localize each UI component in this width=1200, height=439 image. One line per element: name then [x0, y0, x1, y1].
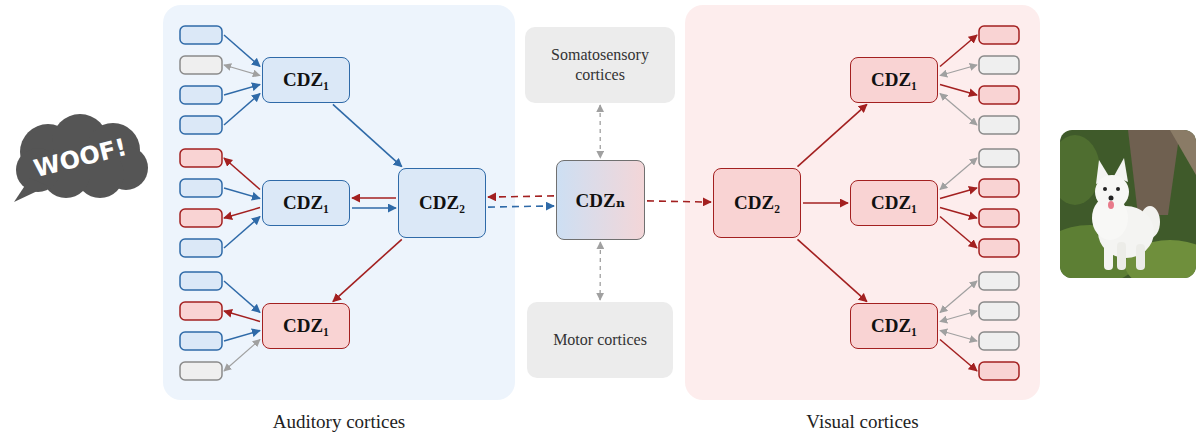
foliage	[1060, 135, 1100, 205]
feature-unit	[979, 362, 1019, 380]
feature-unit	[979, 239, 1019, 257]
cdz-box: CDZ₁	[262, 303, 350, 349]
dog-leg	[1104, 240, 1113, 270]
cdz-box: CDZ₁	[850, 303, 938, 349]
connector-arrow	[352, 207, 396, 209]
cdz-box: CDZ₂	[713, 168, 801, 238]
feature-unit	[180, 209, 222, 227]
node-label: CDZ₂	[734, 192, 780, 214]
tree-trunk	[1128, 130, 1180, 215]
dog-tongue	[1108, 201, 1114, 209]
dog-eye	[1116, 187, 1120, 191]
node-label: CDZ₁	[283, 69, 329, 91]
node-label: CDZₙ	[576, 189, 626, 212]
node-label: CDZ₁	[283, 192, 329, 214]
feature-unit	[180, 149, 222, 167]
dog-photo	[1060, 130, 1196, 278]
feature-unit	[979, 149, 1019, 167]
bubble-fill	[14, 114, 148, 202]
connector-arrow	[599, 105, 601, 158]
feature-unit	[979, 116, 1019, 134]
dog-head	[1095, 175, 1129, 209]
region-heading: Auditory cortices	[273, 411, 405, 432]
cdz-box: CDZₙ	[556, 160, 645, 240]
node-label: CDZ₁	[871, 192, 917, 214]
feature-unit	[180, 56, 222, 74]
connector-arrow	[803, 202, 848, 204]
feature-unit	[979, 56, 1019, 74]
feature-unit	[979, 302, 1019, 320]
dog-nose	[1109, 196, 1114, 201]
speech-bubble: WOOF!	[8, 112, 153, 204]
feature-units	[180, 26, 1019, 380]
feature-unit	[180, 272, 222, 290]
cdz-box: CDZ₁	[850, 180, 938, 226]
feature-unit	[180, 302, 222, 320]
heading-holder: Visual cortices	[685, 411, 1040, 433]
node-label: CDZ₁	[871, 69, 917, 91]
feature-unit	[180, 332, 222, 350]
feature-unit	[979, 272, 1019, 290]
connector-arrow	[352, 197, 396, 199]
connector-arrow	[599, 242, 601, 300]
feature-unit	[180, 179, 222, 197]
cortex-box: Motor cortices	[527, 302, 673, 378]
heading-holder: Auditory cortices	[163, 411, 515, 433]
feature-unit	[979, 26, 1019, 44]
feature-unit	[180, 86, 222, 104]
cdz-box: CDZ₁	[262, 180, 350, 226]
node-label: Motor cortices	[553, 330, 647, 350]
feature-unit	[979, 179, 1019, 197]
region-heading: Visual cortices	[806, 411, 918, 432]
feature-unit	[979, 332, 1019, 350]
dog-leg	[1136, 244, 1145, 270]
feature-unit	[180, 239, 222, 257]
cdz-box: CDZ₁	[262, 57, 350, 103]
cdz-box: CDZ₂	[398, 168, 486, 238]
cdz-box: CDZ₁	[850, 57, 938, 103]
feature-unit	[979, 209, 1019, 227]
tree-branch	[1170, 130, 1196, 175]
feature-unit	[979, 86, 1019, 104]
node-label: Somatosensory cortices	[533, 45, 667, 85]
node-label: CDZ₁	[283, 315, 329, 337]
feature-unit	[180, 362, 222, 380]
node-label: CDZ₁	[871, 315, 917, 337]
feature-unit	[180, 26, 222, 44]
node-label: CDZ₂	[419, 192, 465, 214]
dog-leg	[1117, 242, 1126, 270]
dog-eye	[1103, 187, 1107, 191]
cortex-box: Somatosensory cortices	[525, 27, 675, 103]
feature-unit	[180, 116, 222, 134]
